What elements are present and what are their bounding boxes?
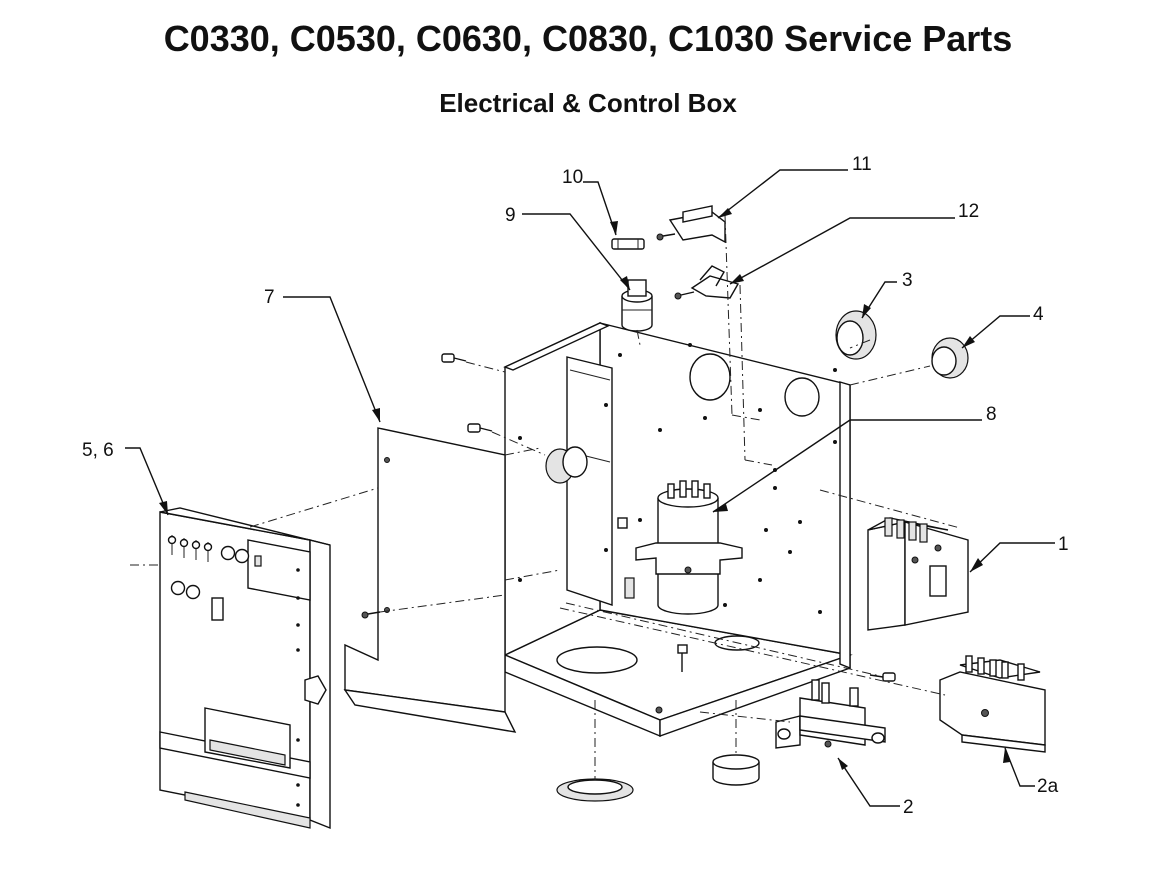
assembly-lines [130, 214, 961, 780]
callout-11: 11 [852, 154, 872, 175]
callout-9: 9 [505, 205, 516, 226]
panel-part-7 [343, 427, 517, 733]
leader-lines [125, 169, 1055, 807]
callout-1: 1 [1058, 534, 1069, 555]
bracket-part-12 [674, 265, 740, 300]
bushing-part-3 [835, 310, 877, 360]
bushing-part-4 [931, 337, 969, 379]
callout-3: 3 [902, 270, 913, 291]
front-panel-part-5-6 [159, 507, 331, 830]
transformer-part-2 [775, 679, 886, 749]
callout-10: 10 [562, 167, 583, 188]
plug-bottom-right [712, 754, 760, 786]
callout-2: 2 [903, 797, 914, 818]
capacitor-part-8 [635, 480, 743, 615]
leader-arrows [159, 208, 1010, 770]
callout-4: 4 [1033, 304, 1044, 325]
page-subtitle: Electrical & Control Box [439, 88, 737, 118]
bracket-part-11 [656, 205, 726, 244]
contactor-part-1 [867, 517, 969, 631]
transformer-part-2a [939, 655, 1046, 753]
callout-5-6: 5, 6 [82, 440, 114, 461]
screws [361, 353, 896, 682]
grommet-side-wall [545, 446, 588, 484]
callout-8: 8 [986, 404, 997, 425]
callout-12: 12 [958, 201, 979, 222]
fuse-part-10 [611, 238, 645, 250]
callout-7: 7 [264, 287, 275, 308]
fuse-holder-part-9 [621, 279, 653, 332]
page-title: C0330, C0530, C0630, C0830, C1030 Servic… [163, 18, 1013, 59]
grommet-bottom-left [556, 778, 634, 802]
callout-2a: 2a [1037, 776, 1059, 797]
